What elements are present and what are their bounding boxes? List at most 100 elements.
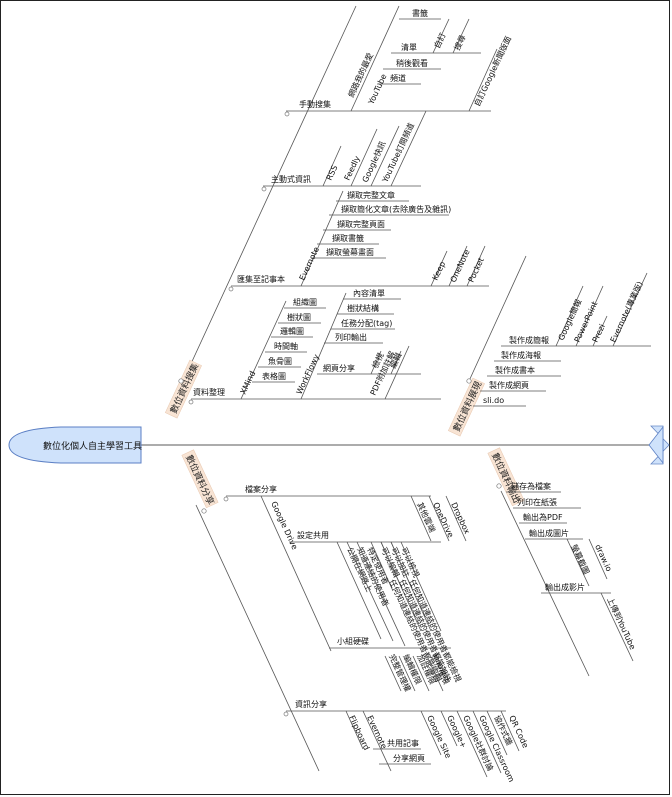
node-en-simplified: 擷取簡化文章(去除廣告及雜訊): [341, 204, 451, 214]
node-slido: sli.do: [483, 396, 504, 405]
node-info-share: 資訊分享: [295, 699, 327, 709]
node-timeline: 時間軸: [274, 341, 298, 351]
node-playlist: 清單: [401, 42, 417, 52]
branch-prezi: [592, 315, 608, 347]
node-file-share: 檔案分享: [245, 484, 277, 494]
node-webpage: 製作成網頁: [489, 380, 529, 390]
node-en-bookmark: 擷取書籤: [332, 233, 364, 243]
node-save-file: 儲存為檔案: [511, 481, 551, 491]
node-export-image: 輸出成圖片: [529, 528, 569, 538]
fish-head-title: 數位化個人自主學習工具: [43, 440, 142, 452]
node-organize: 資料整理: [193, 387, 225, 397]
branch-s-any-comment: [390, 541, 432, 632]
branch-evernote-share: [362, 710, 392, 772]
node-channel: 頻道: [390, 73, 406, 83]
branch-g-manage: [384, 655, 402, 692]
collapse-dot-present[interactable]: [466, 378, 472, 384]
branch-google-drive: [260, 495, 332, 652]
rib-collect: [182, 5, 357, 382]
branch-evernote: [300, 190, 344, 287]
collapse-dot-active[interactable]: [261, 186, 267, 192]
fish-head-shape: [8, 426, 142, 464]
svg-text:數位資料輸出: 數位資料輸出: [489, 451, 523, 505]
branch-qr: [500, 710, 520, 752]
node-set-share: 設定共用: [297, 530, 329, 540]
rib-share: [195, 504, 320, 772]
node-watch-later: 稍後觀看: [396, 58, 428, 68]
branch-s-any-view: [400, 541, 442, 632]
node-wf-tree: 樹狀結構: [347, 303, 379, 313]
branch-workflowy: [300, 292, 347, 400]
branch-google-classroom: [472, 710, 502, 774]
node-wf-print: 列印輸出: [335, 332, 367, 342]
collapse-dot-manual[interactable]: [284, 111, 290, 117]
branch-g-comment: [412, 655, 430, 692]
node-xmind: XMind: [239, 370, 258, 396]
node-org-chart: 組織圖: [293, 297, 317, 307]
branch-favorites-youtube: [350, 5, 400, 112]
branch-s-link: [346, 541, 394, 642]
branch-custom-news: [468, 48, 498, 112]
node-prezi: Prezi: [591, 323, 607, 344]
node-pocket: Pocket: [467, 256, 486, 284]
branch-upload-youtube: [600, 592, 634, 662]
branch-search: [452, 18, 470, 54]
branch-rss: [322, 145, 342, 187]
branch-dropbox: [445, 495, 467, 542]
branch-screenshot: [566, 538, 590, 587]
node-en-screen: 擷取螢幕畫面: [326, 247, 374, 257]
branch-g-view: [426, 655, 444, 692]
node-youtube-subscribe: YouTube訂閱頻道: [379, 121, 416, 185]
node-wf-share: 網頁分享: [323, 363, 355, 373]
node-tree-chart: 樹狀圖: [287, 312, 311, 322]
node-book: 製作成書本: [495, 365, 535, 375]
branch-s-edit: [370, 541, 394, 592]
rib-present: [468, 255, 527, 382]
branch-pocket: [466, 245, 486, 287]
node-custom: 自訂: [432, 31, 448, 50]
branch-google-plus: [440, 710, 458, 747]
node-slides: 製作成簡報: [509, 335, 549, 345]
node-fishbone: 魚骨圖: [268, 356, 292, 366]
node-group-drive: 小組硬碟: [337, 636, 369, 646]
collapse-dot-info-share[interactable]: [283, 711, 289, 717]
node-evernote-present: Evernote(專業版): [608, 280, 645, 344]
node-wf-tag: 任務分配(tag): [341, 318, 392, 328]
branch-google-alerts: [370, 125, 400, 187]
branch-s-specific: [356, 541, 406, 647]
node-active: 主動式資訊: [271, 174, 311, 184]
node-search: 搜尋: [452, 33, 468, 52]
node-en-page: 擷取完整頁面: [337, 219, 385, 229]
node-bookmark: 書籤: [412, 8, 428, 18]
node-table-chart: 表格圖: [262, 371, 286, 381]
rib-output: [500, 490, 590, 677]
node-youtube: YouTube: [366, 72, 388, 106]
collapse-dot-output[interactable]: [496, 483, 502, 489]
branch-s-public: [336, 541, 382, 640]
branch-onedrive: [428, 495, 450, 542]
branch-feedly: [350, 128, 378, 187]
collapse-dot-organize[interactable]: [188, 399, 194, 405]
branch-g-edit: [398, 655, 416, 692]
tag-share: 數位資料分享: [181, 449, 219, 509]
branch-wf-pdf: [384, 345, 410, 400]
branch-powerpoint: [575, 285, 604, 347]
branch-keep: [430, 250, 448, 287]
branch-xmind: [240, 300, 287, 400]
branch-padlet: [486, 710, 508, 756]
branch-s-any-edit: [380, 541, 422, 632]
collapse-dot-share[interactable]: [201, 508, 207, 514]
node-logic-chart: 邏輯圖: [280, 326, 304, 336]
collapse-dot-file-share[interactable]: [223, 496, 229, 502]
collapse-dot-collect[interactable]: [178, 378, 184, 384]
node-keep: Keep: [431, 260, 448, 282]
tag-present: 數位資料展現: [447, 377, 485, 437]
collapse-dot-notes[interactable]: [228, 286, 234, 292]
node-wf-list: 內容清單: [353, 288, 385, 298]
branch-google-site: [420, 710, 442, 756]
branch-onenote: [448, 245, 468, 287]
branch-evernote-present: [612, 272, 648, 347]
branch-google-slides: [555, 285, 584, 347]
